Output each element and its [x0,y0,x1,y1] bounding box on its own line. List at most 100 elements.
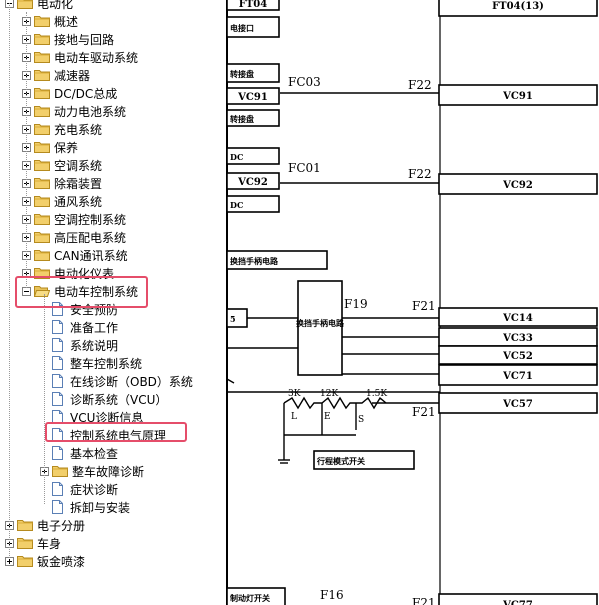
tree-item[interactable]: 整车故障诊断 [40,462,144,480]
tree-item-label: 症状诊断 [70,482,119,497]
tree-item[interactable]: 诊断系统（VCU） [40,390,167,408]
connector-code: F21 [412,299,436,313]
pin-connector-label: VC14 [502,313,533,324]
connector-code: F21 [412,405,436,419]
connector-code: FC01 [288,161,321,175]
tree-item[interactable]: 准备工作 [40,318,118,336]
folder-icon [34,196,50,207]
pin-connector-box [438,345,598,365]
tree-item[interactable]: 拆卸与安装 [40,498,130,516]
tree-item-label: 整车故障诊断 [72,464,145,479]
pin-connector-label: VC92 [502,180,533,191]
connector-code: F21 [412,596,436,605]
tree-item[interactable]: 动力电池系统 [22,102,126,120]
tree-item-label: 除霜装置 [54,176,103,191]
tree-item[interactable]: 充电系统 [22,120,102,138]
pin-connector-box [438,392,598,414]
tree-item-label: 高压配电系统 [54,230,127,245]
pin-connector-box [438,173,598,195]
pin-connector-label: VC57 [502,399,533,410]
tree-item[interactable]: 基本检查 [40,444,118,462]
folder-icon [34,124,50,135]
tree-item[interactable]: 电子分册 [5,516,85,534]
connector-label: 5 [230,314,236,324]
document-icon [52,482,63,496]
tree-item[interactable]: 症状诊断 [40,480,118,498]
pin-connector-label: FT04(13) [492,1,544,12]
highlight-box [45,422,187,442]
tree-item[interactable]: 系统说明 [40,336,118,354]
tree-item[interactable]: 钣金喷漆 [5,552,85,570]
document-icon [52,338,63,352]
connector-box [226,109,280,127]
folder-icon [17,0,33,9]
tree-item[interactable]: 电动车控制系统 [22,282,138,300]
tree-item[interactable]: 电动化 [5,0,73,12]
tree-item[interactable]: 除霜装置 [22,174,102,192]
resistor-value: 12K [320,389,338,399]
tree-item[interactable]: CAN通讯系统 [22,246,128,264]
tree-item[interactable]: 保养 [22,138,78,156]
tree-item-label: 保养 [54,140,79,155]
tree-item-label: 充电系统 [54,122,103,137]
tree-item[interactable]: 概述 [22,12,78,30]
tree-item-label: 基本检查 [70,446,119,461]
tree-item-label: VCU诊断信息 [70,410,144,425]
connector-code: FC03 [288,75,321,89]
folder-icon [34,52,50,63]
tree-item-label: 电动车驱动系统 [54,50,139,65]
connector-label: FT04 [239,0,267,10]
tree-item[interactable]: VCU诊断信息 [40,408,143,426]
document-icon [52,302,63,316]
pin-connector-label: VC33 [502,333,533,344]
folder-icon [34,34,50,45]
tree-item[interactable]: 减速器 [22,66,90,84]
tree-item[interactable]: 高压配电系统 [22,228,126,246]
tree-item[interactable]: 空调系统 [22,156,102,174]
folder-icon [34,214,50,225]
pin-connector-box [438,593,598,605]
tree-item-label: 动力电池系统 [54,104,127,119]
tree-item-label: 准备工作 [70,320,119,335]
tree-item[interactable]: 通风系统 [22,192,102,210]
switch-position: L [291,412,297,422]
tree-item-label: 电子分册 [37,518,86,533]
shift-handle-module-box [297,280,343,376]
connector-code: F16 [320,588,344,602]
pin-connector-box [438,307,598,327]
connector-box [226,308,248,328]
tree-item[interactable]: 接地与回路 [22,30,114,48]
tree-item[interactable]: 整车控制系统 [40,354,142,372]
pin-connector-box [438,84,598,106]
connector-code: F19 [344,297,368,311]
tree-item-label: 接地与回路 [54,32,115,47]
connector-code: F22 [408,78,432,92]
pin-connector-label: VC77 [502,600,533,605]
tree-item-label: 钣金喷漆 [37,554,86,569]
tree-guide-line [9,3,10,558]
document-icon [52,428,63,442]
tree-item-label: 空调控制系统 [54,212,127,227]
folder-icon [52,466,68,477]
switch-position: S [358,415,364,425]
folder-icon [34,232,50,243]
pin-connector-label: VC71 [502,371,533,382]
tree-item[interactable]: 控制系统电气原理 [40,426,166,444]
tree-item-label: 减速器 [54,68,91,83]
connector-label: 转接盘 [230,114,254,124]
tree-item[interactable]: 车身 [5,534,61,552]
tree-item[interactable]: 在线诊断（OBD）系统 [40,372,193,390]
resistor-value: 1.5K [366,389,387,399]
folder-icon [34,88,50,99]
document-icon [52,500,63,514]
tree-item[interactable]: 电动车驱动系统 [22,48,138,66]
tree-item-label: 电动化 [37,0,74,11]
connector-label: VC92 [237,177,268,188]
tree-item-label: 系统说明 [70,338,119,353]
connector-box [226,195,280,213]
document-icon [52,446,63,460]
tree-item[interactable]: DC/DC总成 [22,84,117,102]
folder-icon [17,538,33,549]
tree-item[interactable]: 空调控制系统 [22,210,126,228]
